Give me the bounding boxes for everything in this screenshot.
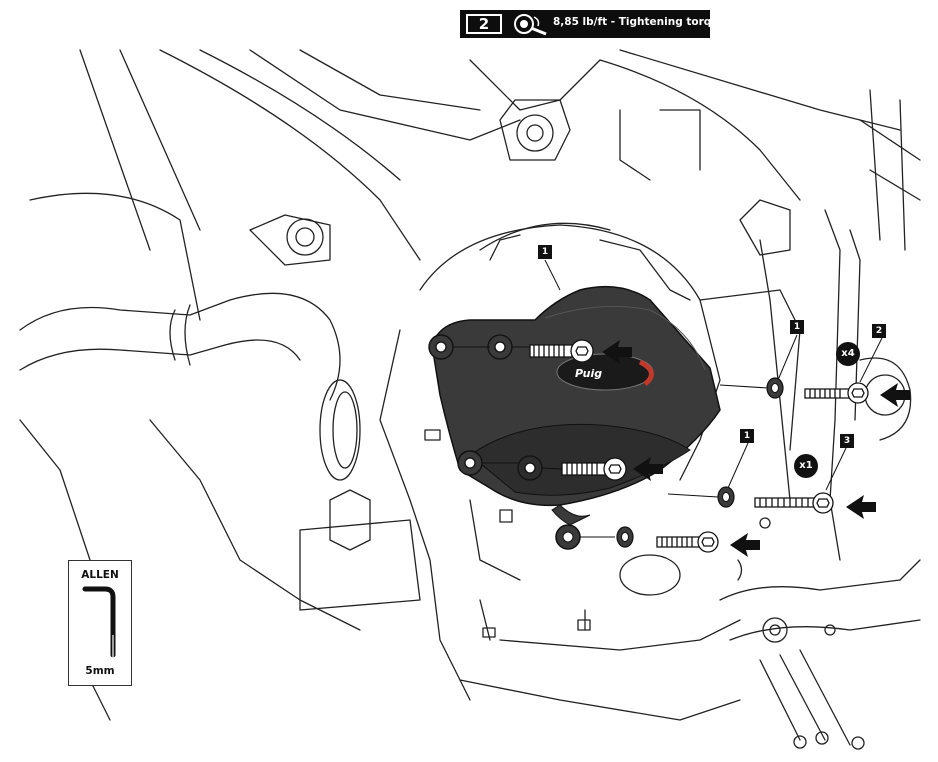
torque-header: 2 8,85 lb/ft - Tightening torque	[460, 10, 726, 38]
allen-key-icon	[82, 586, 116, 659]
callout-spacer-mid: 1	[740, 429, 754, 443]
spacers	[616, 377, 784, 548]
torque-value: 8,85 lb/ft - Tightening torque	[553, 16, 726, 28]
callout-cover: 1	[538, 245, 552, 259]
brand-logo-text: Puig	[575, 367, 602, 380]
direction-arrows	[602, 340, 910, 557]
callout-bolt-mid: 3	[840, 434, 854, 448]
callout-spacer-top: 1	[790, 320, 804, 334]
step-number: 2	[466, 14, 502, 34]
quantity-badge-mid: x1	[794, 454, 818, 478]
torque-wrench-icon	[514, 14, 547, 36]
callout-bolt-top: 2	[872, 324, 886, 338]
tool-name: ALLEN	[81, 569, 119, 581]
engine-cover-guard: Puig	[431, 285, 721, 550]
quantity-badge-top: x4	[836, 342, 860, 366]
tool-panel: ALLEN 5mm	[68, 560, 132, 686]
brand-logo-plate	[556, 353, 654, 391]
tool-size: 5mm	[85, 665, 115, 677]
bolts	[656, 382, 869, 553]
